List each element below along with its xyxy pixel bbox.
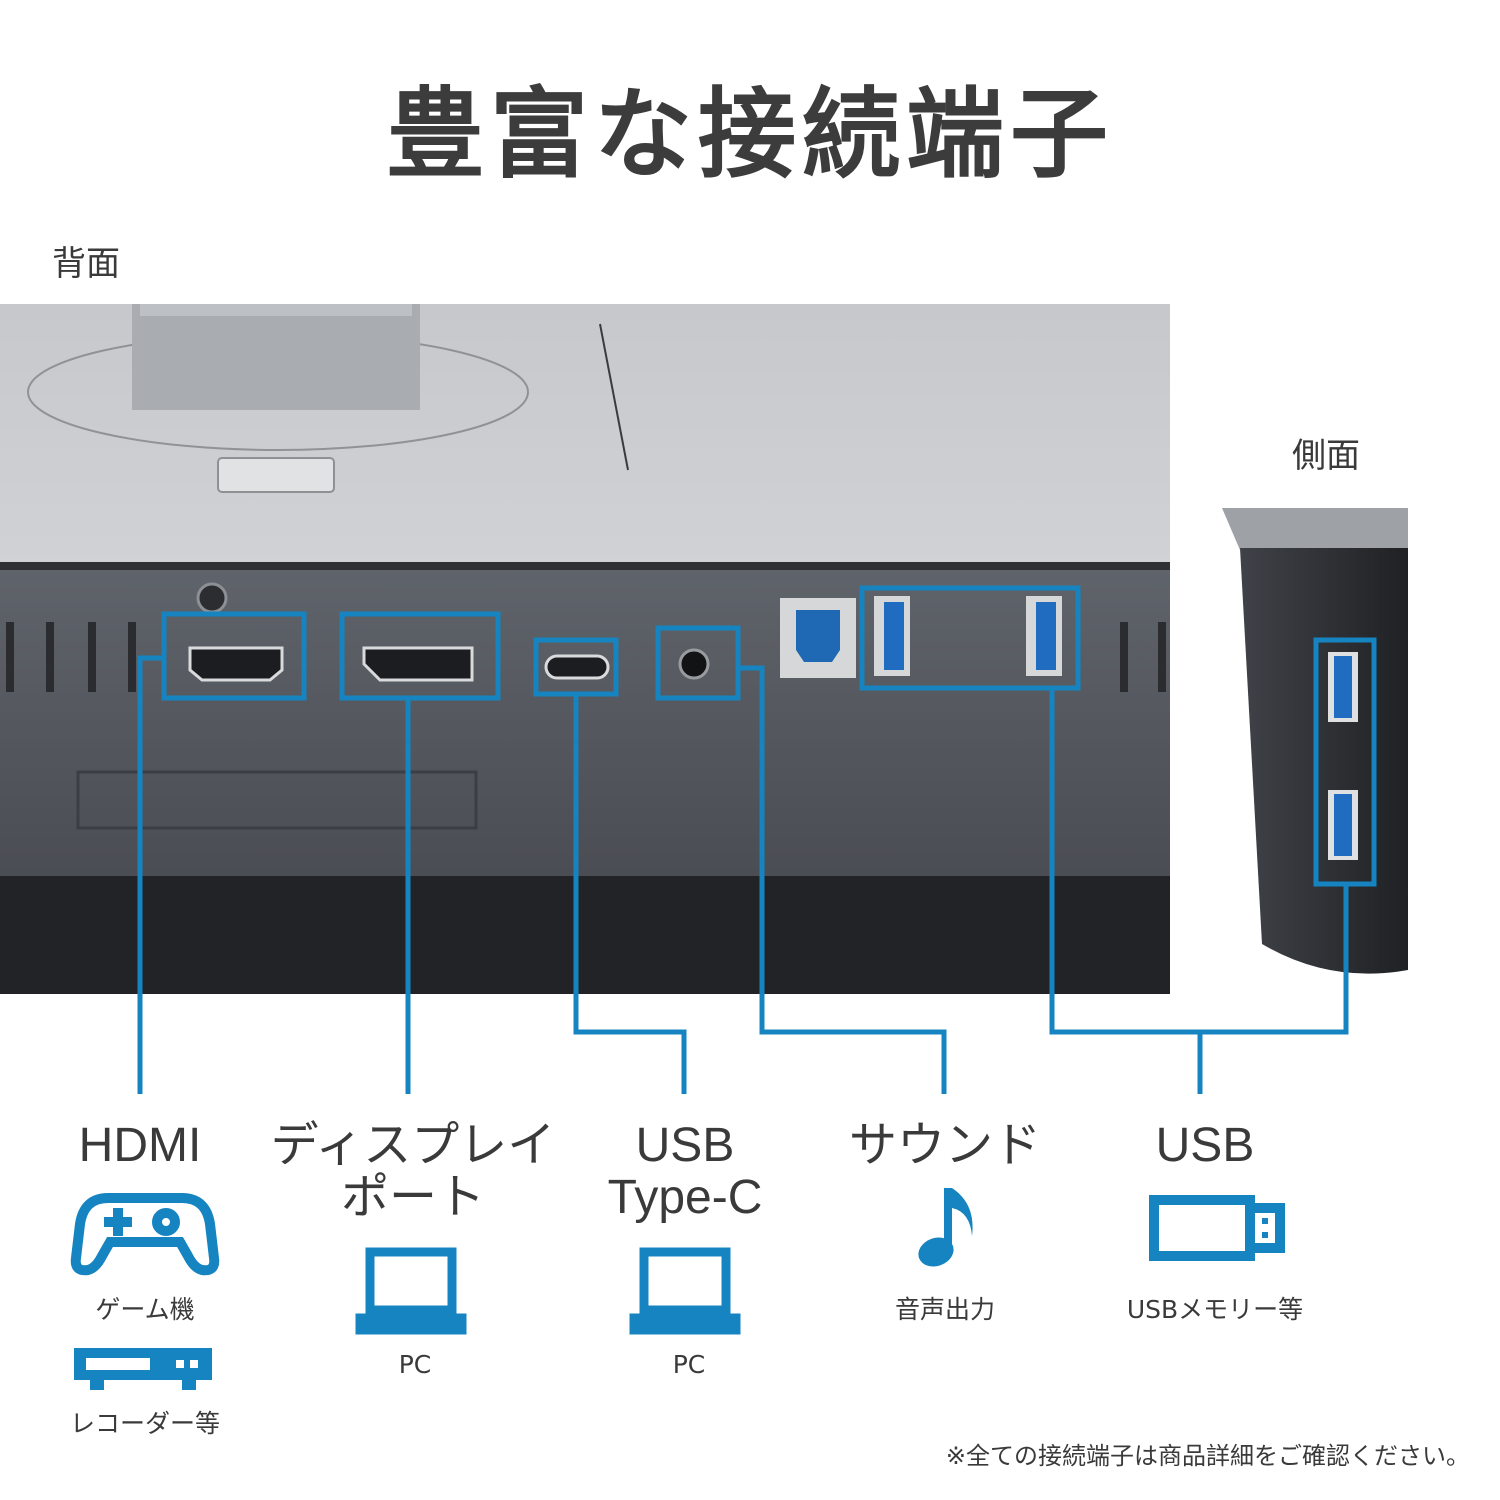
stand-release-latch bbox=[217, 457, 335, 493]
page-title: 豊富な接続端子 bbox=[385, 78, 1114, 192]
sound-callout-box bbox=[655, 625, 741, 701]
port-name-hdmi: HDMI bbox=[78, 1119, 202, 1172]
side-usb-port-2 bbox=[1334, 794, 1352, 856]
usb-a-port-2 bbox=[1036, 602, 1056, 670]
usb-stick-icon bbox=[1149, 1195, 1285, 1261]
device-label-pc-usbc: PC bbox=[672, 1350, 706, 1379]
device-label-usb-memory: USBメモリー等 bbox=[1126, 1295, 1304, 1324]
gamepad-icon bbox=[70, 1193, 220, 1276]
audio-jack bbox=[678, 648, 710, 680]
side-usb-port-1 bbox=[1334, 656, 1352, 718]
music-note-icon bbox=[918, 1188, 973, 1267]
port-name-usb: USB bbox=[1155, 1119, 1255, 1172]
laptop-icon bbox=[355, 1247, 467, 1335]
port-name-usbc-line1: USB bbox=[635, 1119, 735, 1172]
recorder-icon bbox=[74, 1348, 212, 1390]
hdmi-port bbox=[188, 646, 284, 682]
laptop-icon bbox=[629, 1247, 741, 1335]
side-view-monitor bbox=[1240, 548, 1408, 974]
port-panel bbox=[0, 570, 1170, 876]
port-name-displayport-line1: ディスプレイ bbox=[270, 1119, 556, 1172]
device-label-pc-displayport: PC bbox=[398, 1350, 432, 1379]
port-name-displayport-line2: ポート bbox=[340, 1171, 485, 1224]
monitor-bottom-bezel bbox=[0, 876, 1170, 994]
rear-view-label: 背面 bbox=[52, 244, 120, 284]
stand-neck bbox=[132, 304, 420, 410]
usb-a-port-1 bbox=[884, 602, 904, 670]
device-label-game-console: ゲーム機 bbox=[95, 1295, 195, 1324]
usb-c-port bbox=[544, 654, 610, 680]
port-name-usbc-line2: Type-C bbox=[607, 1171, 763, 1224]
displayport-callout-box bbox=[339, 611, 501, 701]
device-label-audio-output: 音声出力 bbox=[894, 1295, 995, 1324]
device-label-recorder: レコーダー等 bbox=[69, 1409, 220, 1438]
port-name-sound: サウンド bbox=[848, 1119, 1041, 1172]
displayport-port bbox=[362, 646, 474, 682]
callout-lines bbox=[137, 655, 1349, 1094]
side-stand bbox=[1222, 508, 1408, 550]
side-view-label: 側面 bbox=[1292, 436, 1360, 476]
footnote: ※全ての接続端子は商品詳細をご確認ください。 bbox=[945, 1442, 1470, 1470]
usb-rear-callout-box bbox=[859, 585, 1081, 691]
